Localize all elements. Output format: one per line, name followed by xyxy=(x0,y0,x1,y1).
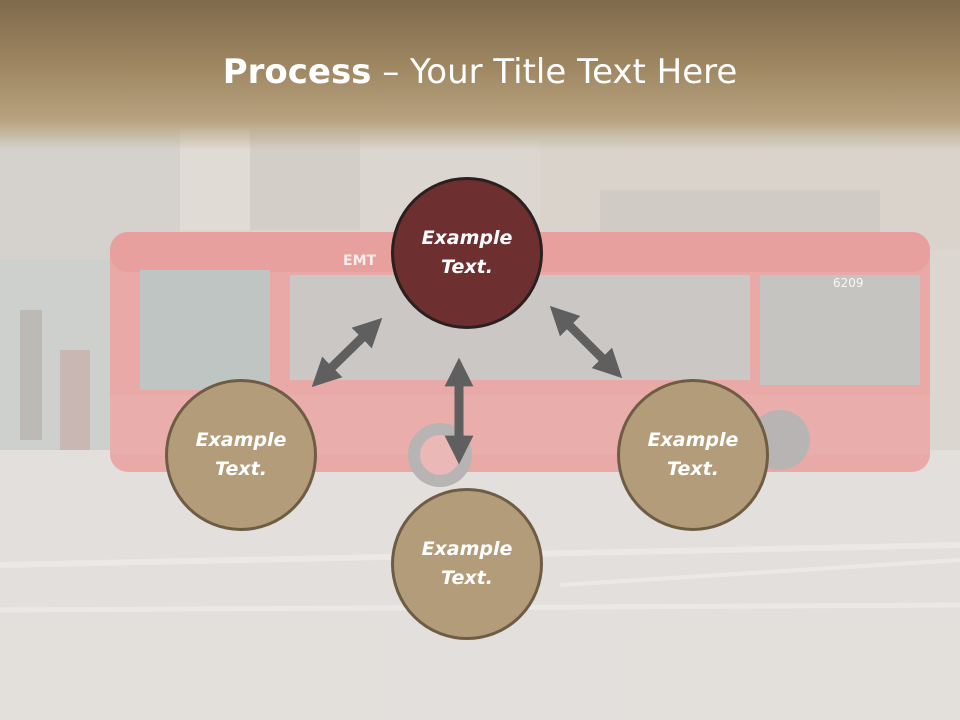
process-node-left[interactable]: Example Text. xyxy=(165,379,317,531)
title-strong: Process xyxy=(222,52,372,92)
slide-title[interactable]: Process – Your Title Text Here xyxy=(0,52,960,92)
bus-number-text: 6209 xyxy=(833,276,864,290)
process-node-bottom[interactable]: Example Text. xyxy=(391,488,543,640)
process-node-top[interactable]: Example Text. xyxy=(391,177,543,329)
bus-operator-text: EMT xyxy=(343,253,376,269)
node-label: Example Text. xyxy=(421,538,513,589)
title-band xyxy=(0,0,960,150)
title-rest: – Your Title Text Here xyxy=(371,52,738,92)
node-label: Example Text. xyxy=(421,227,513,278)
node-label: Example Text. xyxy=(647,429,739,480)
node-label: Example Text. xyxy=(195,429,287,480)
process-node-right[interactable]: Example Text. xyxy=(617,379,769,531)
